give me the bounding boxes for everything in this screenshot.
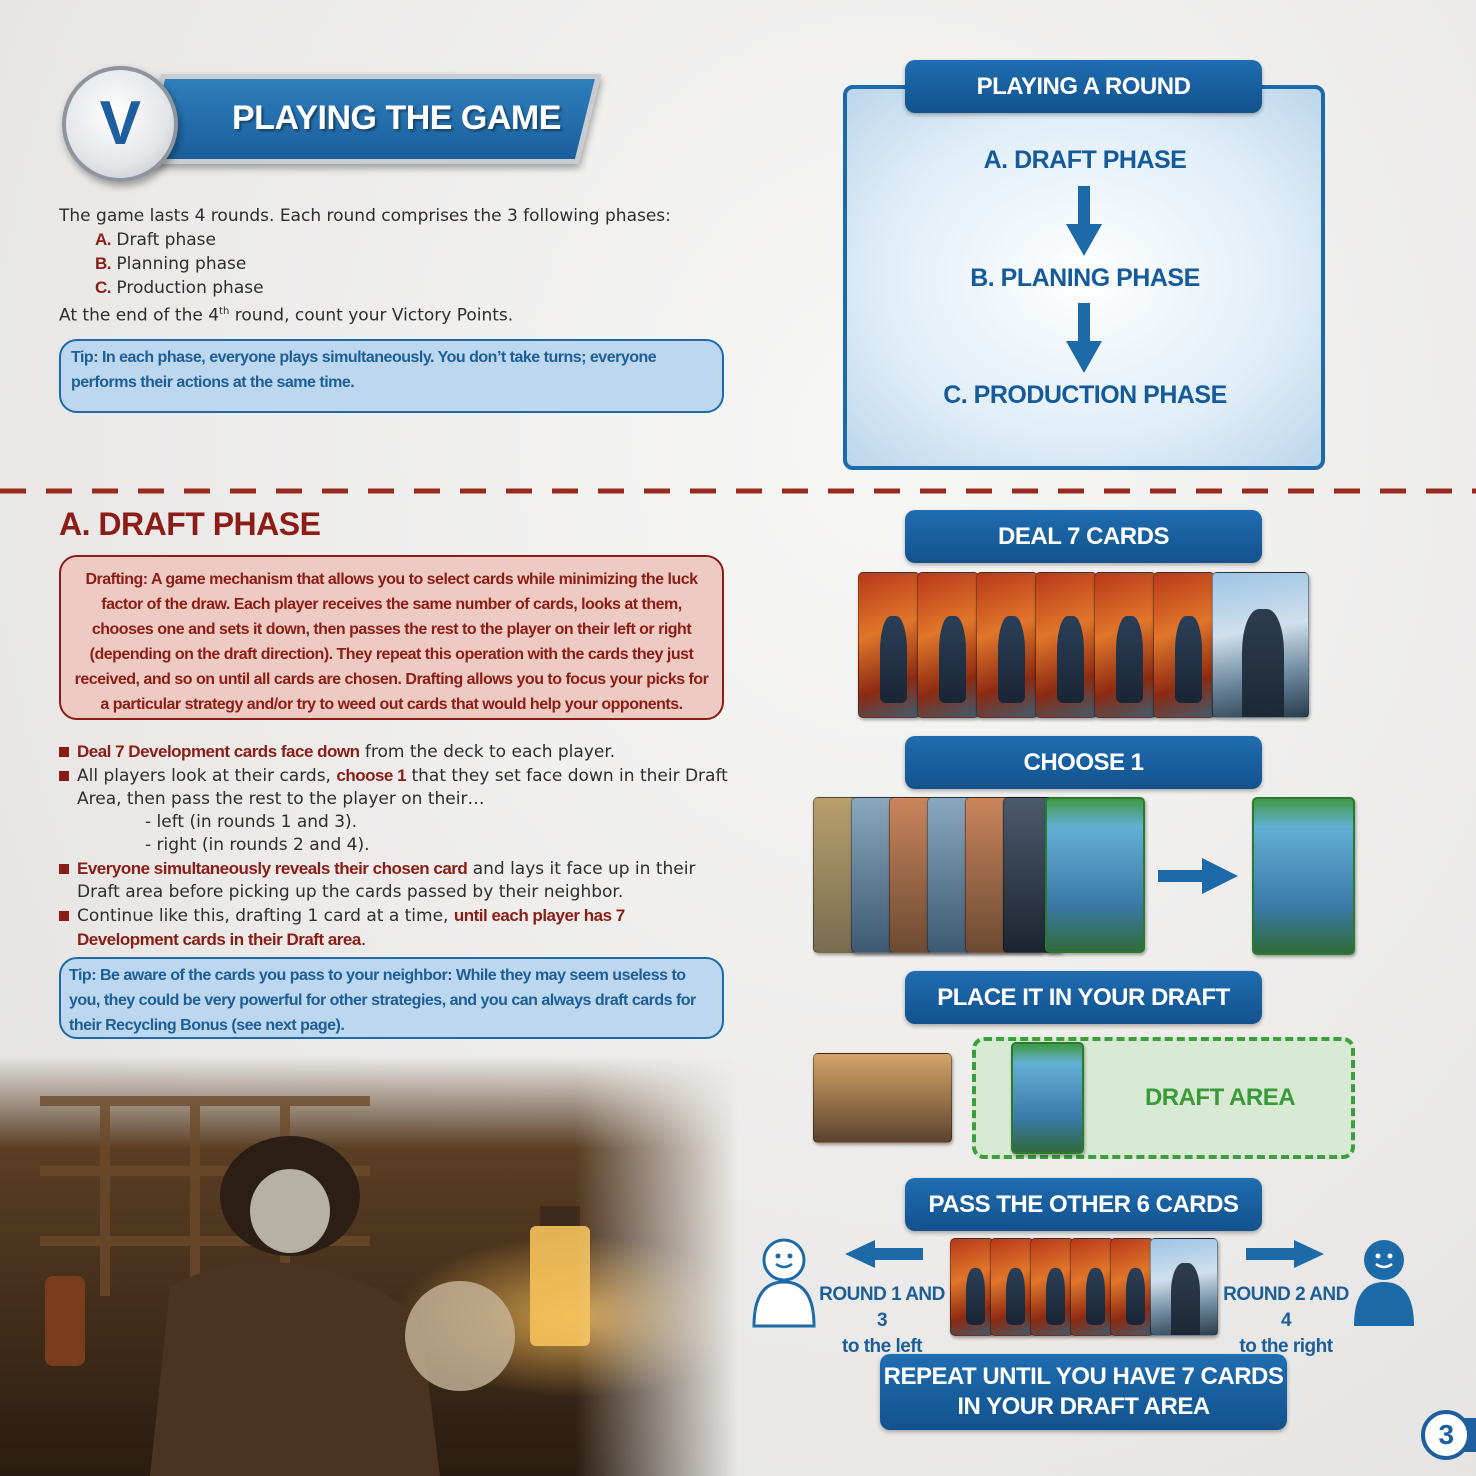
step-pass-pill: PASS THE OTHER 6 CARDS — [905, 1178, 1262, 1231]
passed-cards-row — [950, 1238, 1220, 1338]
list-subitem: - left (in rounds 1 and 3). — [145, 812, 358, 832]
draft-area-label: DRAFT AREA — [1144, 1084, 1296, 1111]
phase-item-c: C. Production phase — [95, 278, 264, 298]
card-back-image — [990, 1238, 1034, 1336]
list-item: All players look at their cards, choose … — [59, 764, 729, 811]
dealt-cards-row — [858, 572, 1310, 720]
placed-card-image — [1011, 1042, 1084, 1154]
flow-step-production: C. PRODUCTION PHASE — [943, 381, 1227, 409]
left-arrow-icon — [845, 1240, 923, 1268]
card-back-image — [1150, 1238, 1218, 1336]
step-choose-pill: CHOOSE 1 — [905, 736, 1262, 789]
intro-text: The game lasts 4 rounds. Each round comp… — [59, 205, 759, 328]
player-left-meeple-icon — [752, 1238, 816, 1328]
card-back-image — [1110, 1238, 1154, 1336]
flow-step-planning: B. PLANING PHASE — [970, 264, 1200, 292]
dashed-divider — [0, 488, 1476, 494]
section-title: PLAYING THE GAME — [232, 99, 561, 137]
card-back-image — [1070, 1238, 1114, 1336]
tip-box-simultaneous: Tip: In each phase, everyone plays simul… — [59, 339, 724, 413]
drafting-definition-box: Drafting: A game mechanism that allows y… — [59, 555, 724, 720]
flow-step-draft: A. DRAFT PHASE — [983, 146, 1187, 174]
chosen-card-image — [1045, 797, 1145, 953]
card-back-image — [950, 1238, 994, 1336]
down-arrow-icon — [1066, 186, 1102, 256]
list-item: Everyone simultaneously reveals their ch… — [59, 857, 729, 904]
card-back-image — [1153, 572, 1215, 718]
round-flow-title: PLAYING A ROUND — [905, 60, 1262, 113]
draft-rules-list: Deal 7 Development cards face down from … — [59, 740, 729, 952]
card-back-image — [1212, 572, 1309, 718]
phase-item-b: B. Planning phase — [95, 254, 247, 274]
phase-item-a: A. Draft phase — [95, 230, 216, 250]
player-right-meeple-icon — [1354, 1240, 1414, 1326]
intro-end-line: At the end of the 4th round, count your … — [59, 305, 514, 326]
pirate-scene-image — [40, 1096, 590, 1476]
page-number: 3 — [1421, 1410, 1471, 1460]
pirate-illustration — [0, 1056, 738, 1476]
step-place-pill: PLACE IT IN YOUR DRAFT AREA — [905, 971, 1262, 1064]
list-subitem: - right (in rounds 2 and 4). — [145, 835, 370, 855]
list-item: Deal 7 Development cards face down from … — [59, 740, 729, 764]
empire-card-image — [813, 1053, 952, 1143]
card-back-image — [976, 572, 1038, 718]
tip-box-passing: Tip: Be aware of the cards you pass to y… — [59, 957, 724, 1039]
draft-phase-heading: A. DRAFT PHASE — [59, 506, 321, 542]
card-back-image — [1035, 572, 1097, 718]
intro-line: The game lasts 4 rounds. Each round comp… — [59, 206, 671, 226]
chosen-card-image — [1252, 797, 1355, 955]
round-flow-box — [843, 85, 1325, 470]
card-back-image — [1094, 572, 1156, 718]
down-arrow-icon — [1066, 303, 1102, 373]
section-numeral-badge: V — [62, 66, 178, 182]
step-deal-pill: DEAL 7 CARDS — [905, 510, 1262, 563]
right-arrow-icon — [1246, 1240, 1324, 1268]
right-arrow-icon — [1158, 858, 1238, 894]
hand-fan — [813, 797, 1146, 955]
card-back-image — [1030, 1238, 1074, 1336]
list-item: Continue like this, drafting 1 card at a… — [59, 904, 729, 952]
card-back-image — [917, 572, 979, 718]
card-back-image — [858, 572, 920, 718]
